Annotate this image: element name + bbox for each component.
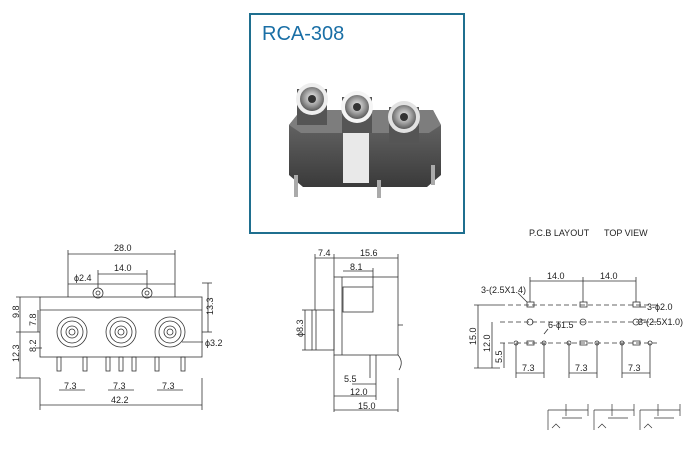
front-dim-phi32: ϕ3.2 bbox=[205, 338, 223, 348]
pcb-dim-14-a: 14.0 bbox=[547, 271, 565, 281]
front-dim-28: 28.0 bbox=[114, 243, 132, 253]
pcb-dim-14-b: 14.0 bbox=[600, 271, 618, 281]
pcb-dim-5-5: 5.5 bbox=[494, 350, 504, 363]
front-dim-12-3: 12.3 bbox=[11, 344, 21, 362]
pcb-slot-label: 3-(2.5X1.4) bbox=[481, 285, 526, 295]
front-dim-pin-2: 7.3 bbox=[113, 381, 126, 391]
side-dim-phi83: ϕ8.3 bbox=[295, 319, 305, 337]
pcb-dim-pin-2: 7.3 bbox=[575, 363, 588, 373]
front-dim-phi24: ϕ2.4 bbox=[74, 273, 92, 283]
pcb-dim-pin-1: 7.3 bbox=[522, 363, 535, 373]
side-dim-15: 15.0 bbox=[358, 401, 376, 411]
product-photo bbox=[289, 83, 441, 198]
side-dim-5-5: 5.5 bbox=[344, 374, 357, 384]
side-dim-7-4: 7.4 bbox=[318, 248, 331, 258]
schematic-symbols bbox=[547, 404, 681, 430]
front-dim-8-2: 8.2 bbox=[28, 339, 38, 352]
front-view-drawing bbox=[16, 250, 212, 410]
pcb-hole-small: 6-ϕ1.5 bbox=[548, 320, 574, 330]
side-view-drawing bbox=[302, 254, 403, 412]
pcb-dim-15: 15.0 bbox=[468, 327, 478, 345]
pcb-hole-large: 3-ϕ2.0 bbox=[647, 302, 673, 312]
pcb-dim-12: 12.0 bbox=[482, 334, 492, 352]
side-dim-8-1: 8.1 bbox=[350, 262, 363, 272]
top-view-label: TOP VIEW bbox=[604, 228, 648, 238]
pcb-slot-label-2: 3-(2.5X1.0) bbox=[638, 317, 683, 327]
front-dim-9-8: 9.8 bbox=[11, 305, 21, 318]
product-photo-frame: RCA-308 bbox=[249, 13, 465, 234]
front-dim-13-3: 13.3 bbox=[205, 297, 215, 315]
front-dim-42-2: 42.2 bbox=[111, 395, 129, 405]
pcb-layout-drawing bbox=[474, 277, 660, 378]
pcb-layout-label: P.C.B LAYOUT bbox=[529, 228, 590, 238]
front-dim-14: 14.0 bbox=[114, 263, 132, 273]
front-dim-pin-3: 7.3 bbox=[162, 381, 175, 391]
model-title: RCA-308 bbox=[262, 23, 345, 45]
side-dim-15-6: 15.6 bbox=[360, 248, 378, 258]
pcb-dim-pin-3: 7.3 bbox=[628, 363, 641, 373]
front-dim-pin-1: 7.3 bbox=[64, 381, 77, 391]
side-dim-12: 12.0 bbox=[350, 387, 368, 397]
front-dim-7-8: 7.8 bbox=[28, 313, 38, 326]
